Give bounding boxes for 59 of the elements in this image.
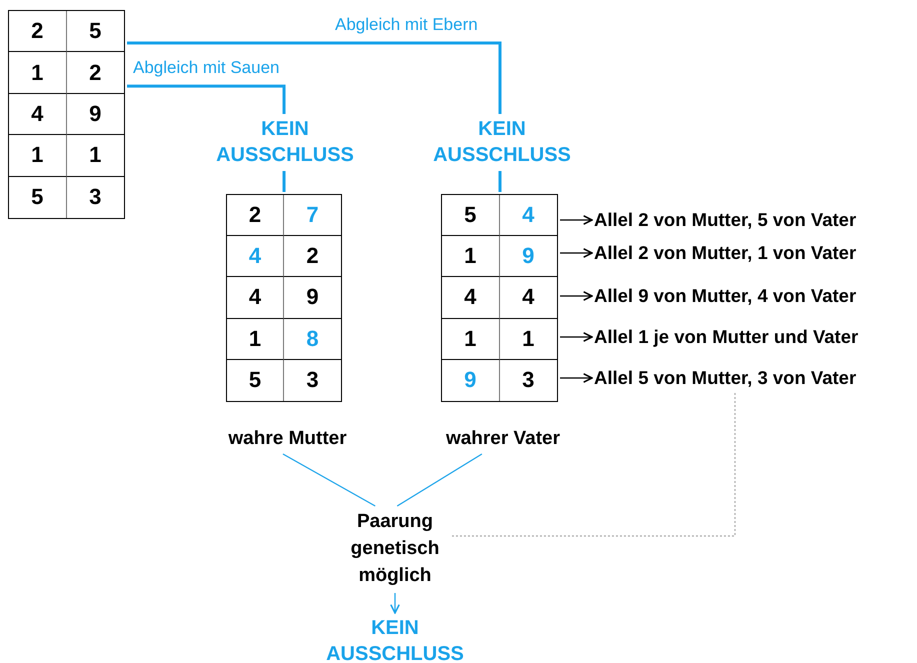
allele-note: Allel 9 von Mutter, 4 von Vater (594, 282, 917, 310)
table-cell: 4 (442, 277, 500, 319)
arrow (390, 593, 400, 614)
edge-label: Abgleich mit Ebern (335, 15, 478, 35)
table-cell: 2 (9, 11, 66, 52)
table-cell: 5 (66, 11, 124, 52)
result-text: KEIN AUSSCHLUSS (422, 116, 582, 170)
allele-note: Allel 1 je von Mutter und Vater (594, 323, 917, 351)
table-cell: 9 (500, 236, 557, 278)
table-cell-text: 3 (88, 183, 102, 212)
table-cell: 9 (284, 277, 341, 319)
table-cell: 1 (9, 135, 66, 177)
table-cell: 5 (442, 195, 500, 236)
arrow (560, 291, 593, 301)
allele-note: Allel 5 von Mutter, 3 von Vater (594, 364, 917, 392)
allele-note: Allel 2 von Mutter, 5 von Vater (594, 206, 917, 234)
table-cell: 8 (284, 318, 341, 360)
table-cell-text: 3 (305, 366, 320, 394)
table-cell: 5 (227, 360, 284, 401)
result-text: KEIN AUSSCHLUSS (315, 615, 475, 663)
connector-line (127, 84, 286, 114)
arrow (560, 215, 593, 225)
table-cell: 9 (66, 94, 124, 136)
table-cell: 1 (227, 318, 284, 360)
connector-line (396, 453, 482, 507)
table-cell: 1 (442, 318, 500, 360)
role-text: wahrer Vater (418, 425, 588, 453)
connector-line (282, 453, 376, 507)
connector-line (282, 171, 286, 192)
table-cell: 5 (9, 176, 66, 218)
table-cell: 9 (442, 360, 500, 401)
table-cell: 4 (227, 277, 284, 319)
table-cell: 4 (500, 277, 557, 319)
table-cell: 1 (9, 52, 66, 94)
genotype-table (441, 194, 558, 402)
connector-line (452, 393, 736, 537)
edge-label: Abgleich mit Sauen (133, 58, 280, 78)
connector-line (498, 171, 502, 192)
table-cell: 2 (227, 195, 284, 236)
table-cell: 1 (442, 236, 500, 278)
genotype-table (8, 10, 125, 219)
table-cell: 4 (227, 236, 284, 278)
role-text: Paarung genetisch möglich (340, 508, 450, 592)
table-cell: 1 (66, 135, 124, 177)
allele-note: Allel 2 von Mutter, 1 von Vater (594, 239, 917, 267)
table-cell: 2 (66, 52, 124, 94)
table-cell: 7 (284, 195, 341, 236)
arrow (560, 332, 593, 342)
connector-line (127, 42, 502, 114)
table-cell-text: 3 (521, 366, 536, 394)
table-cell: 1 (500, 318, 557, 360)
role-text: wahre Mutter (200, 425, 375, 453)
arrow (560, 248, 593, 258)
table-cell: 4 (500, 195, 557, 236)
table-cell: 2 (284, 236, 341, 278)
table-cell: 4 (9, 94, 66, 136)
arrow (560, 373, 593, 383)
result-text: KEIN AUSSCHLUSS (205, 116, 365, 170)
genotype-table (226, 194, 342, 402)
